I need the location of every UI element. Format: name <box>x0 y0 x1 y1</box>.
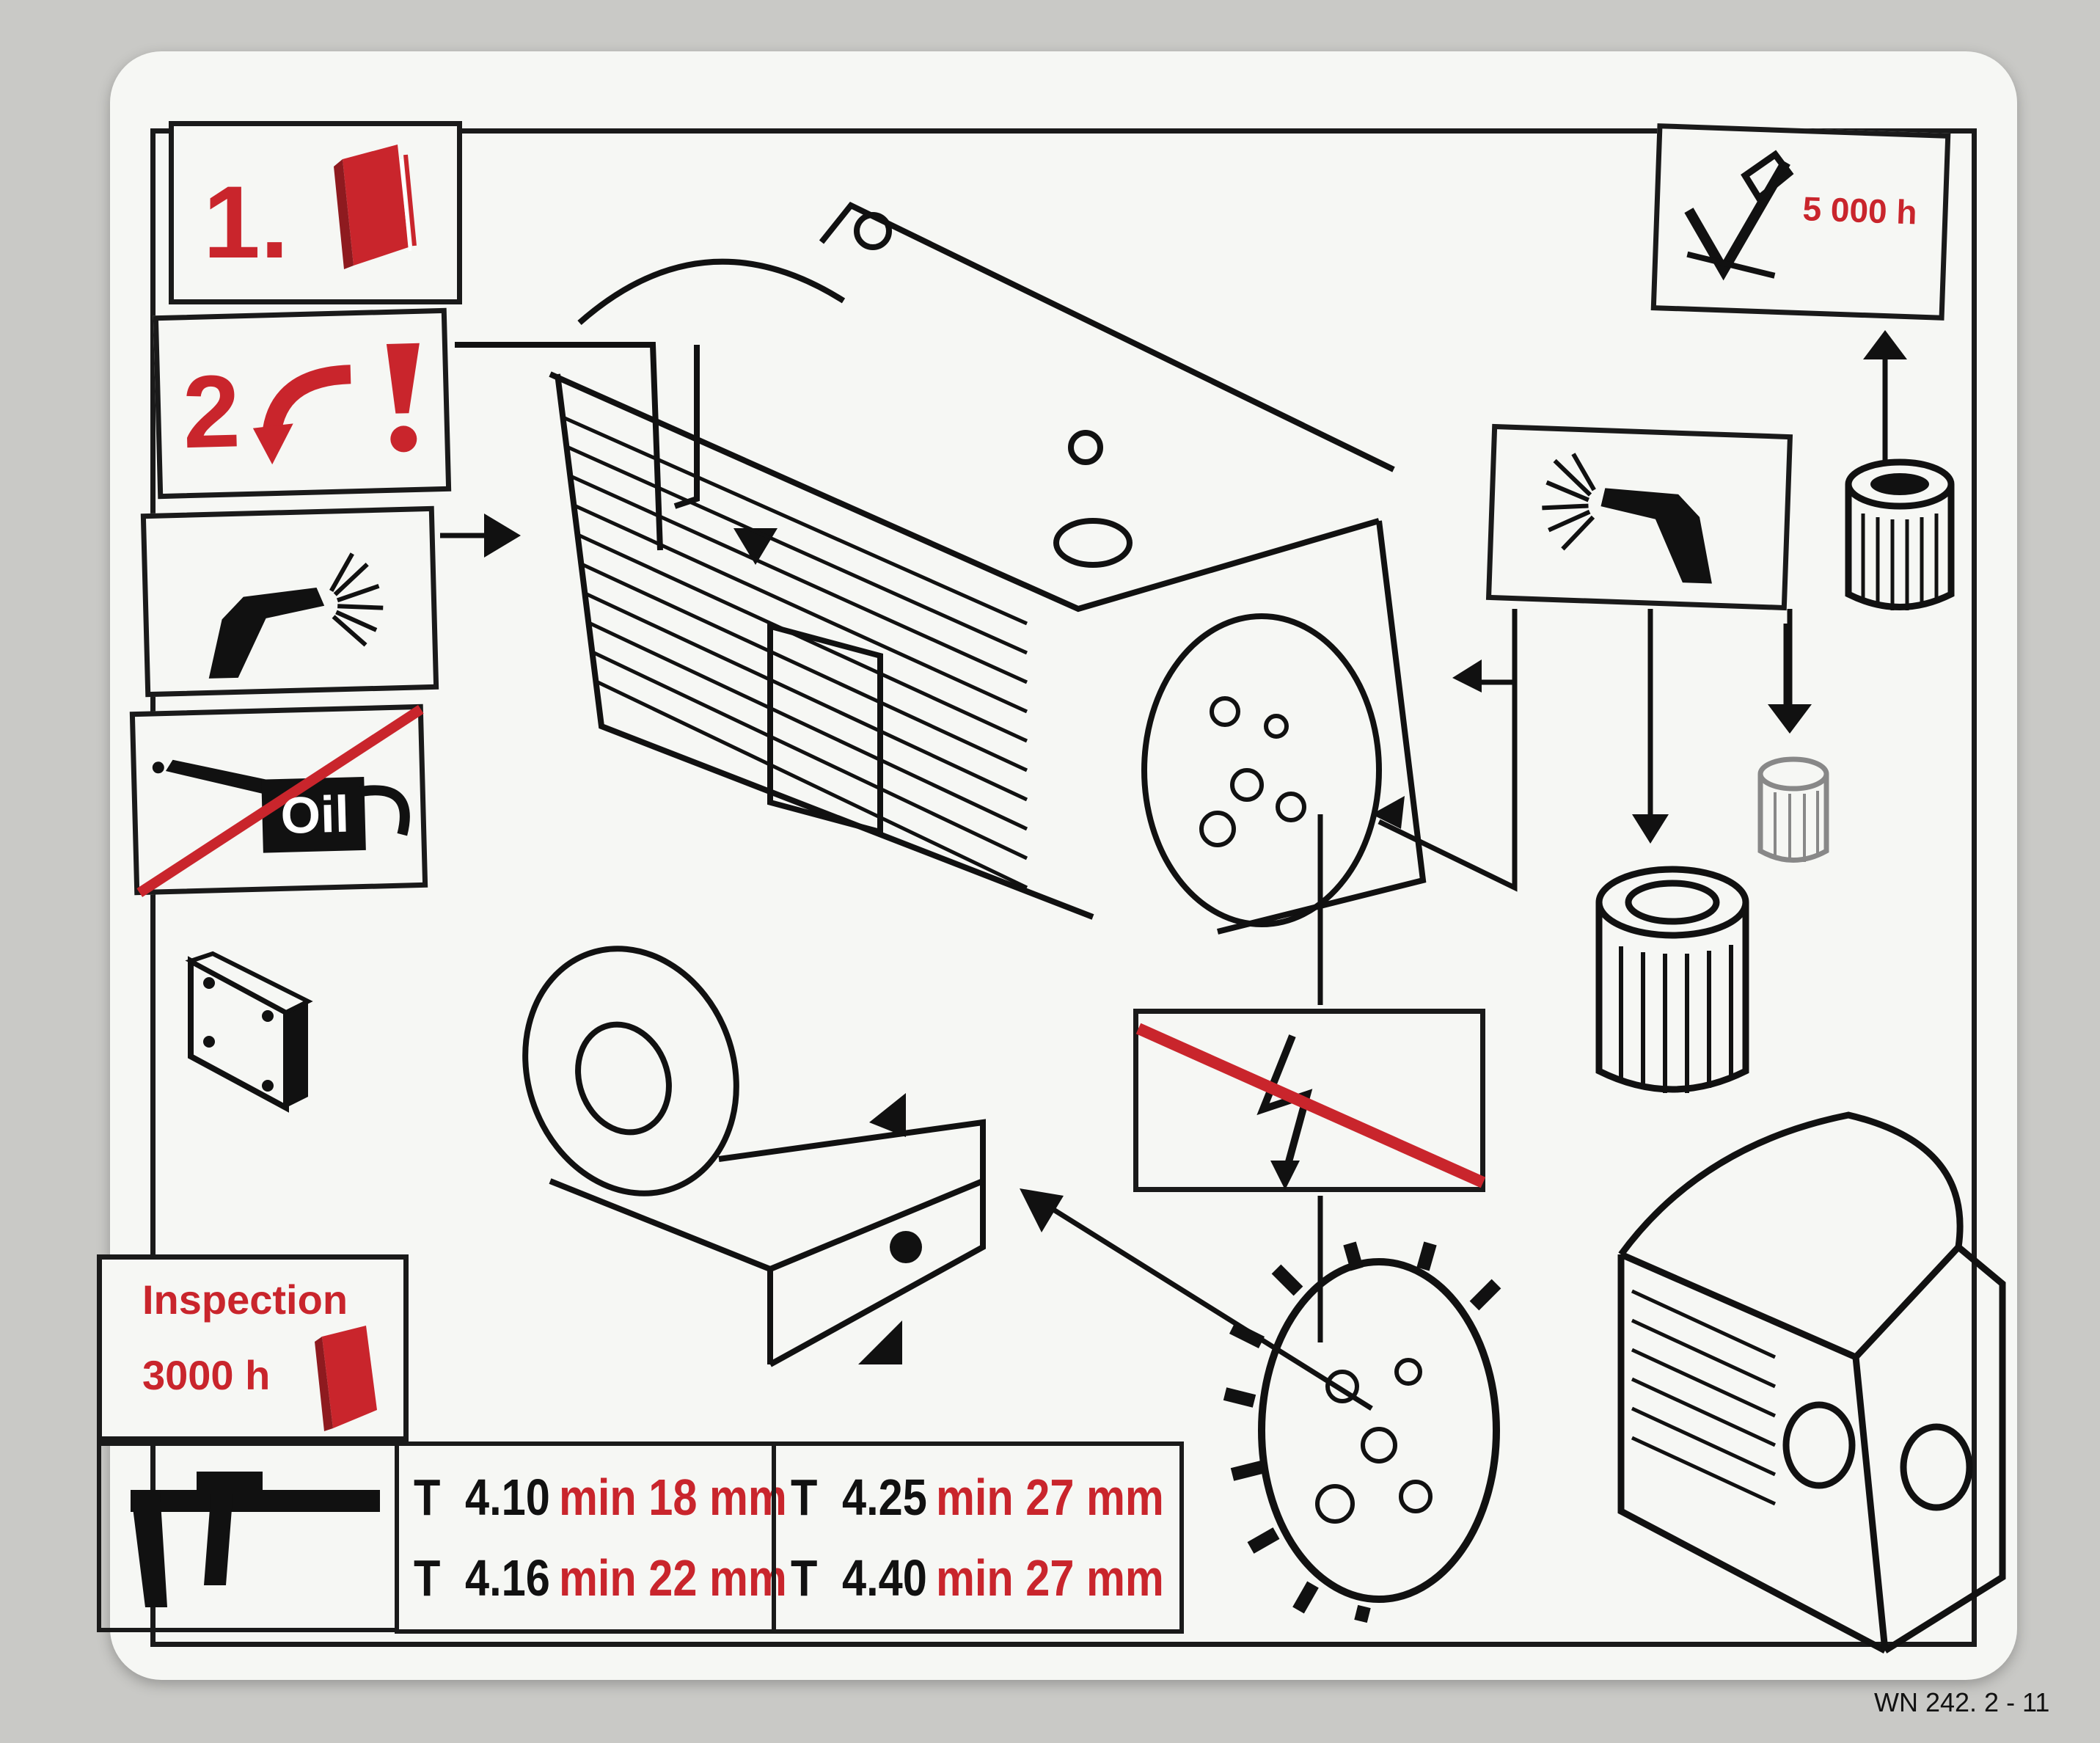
clean-air-gun-box <box>140 505 439 698</box>
oil-label: Oil <box>279 785 350 844</box>
no-oil-box: Oil <box>129 704 428 897</box>
inspection-hours: 3000 h <box>142 1352 271 1398</box>
large-filter-icon <box>1595 866 1749 1093</box>
air-gun-right-icon <box>1542 453 1712 584</box>
wear-table-right: T 4.25 min 27 mm T 4.40 min 27 mm <box>772 1441 1184 1634</box>
step-2-rotation-box: 2 <box>153 307 452 500</box>
filter-cartridge-icon <box>1845 458 1955 610</box>
wear-row-4-model: 4.40 <box>842 1549 927 1607</box>
coupling-drawing <box>522 946 986 1367</box>
caliper-icon <box>131 1472 380 1607</box>
check-pencil-icon <box>1684 150 1794 281</box>
rotor-vanes-drawing <box>1223 1241 1501 1623</box>
wear-row-3-limit: min 27 mm <box>936 1469 1164 1526</box>
air-gun-icon <box>208 552 384 679</box>
manual-book-small-icon <box>315 1326 377 1431</box>
wear-row-1-type: T <box>414 1469 441 1526</box>
step-1-manual-box: 1. <box>169 121 462 304</box>
step-2-number: 2 <box>181 353 242 470</box>
wear-row-1-limit: min 18 mm <box>559 1469 787 1526</box>
wear-row-1-model: 4.10 <box>465 1469 550 1526</box>
wear-table-left: T 4.10 min 18 mm T 4.16 min 22 mm <box>395 1441 787 1634</box>
no-electricity-icon <box>1135 1023 1486 1190</box>
wear-row-4-type: T <box>791 1549 818 1607</box>
exhaust-housing-drawing <box>1617 1111 2006 1654</box>
warning-rotate-icon <box>252 343 420 465</box>
connector-line-vertical-2 <box>1317 1196 1323 1342</box>
arrow-to-coupling <box>1020 1188 1373 1411</box>
connector-line-vertical <box>1317 814 1323 1005</box>
small-filter-icon <box>1757 756 1829 863</box>
clean-air-gun-right-box <box>1485 423 1793 611</box>
caliper-cell <box>97 1441 399 1632</box>
service-interval-box: 5 000 h <box>1650 123 1951 321</box>
arrow-right-icon <box>440 514 521 558</box>
wear-row-4-limit: min 27 mm <box>936 1549 1164 1607</box>
wear-row-2-model: 4.16 <box>465 1549 550 1607</box>
part-number: WN 242. 2 - 11 <box>1874 1687 2050 1717</box>
wear-row-2-type: T <box>414 1549 441 1607</box>
right-flow-arrows <box>1372 609 1789 892</box>
gasket-plate-icon <box>185 951 313 1113</box>
manual-book-icon <box>334 145 417 269</box>
inspection-title: Inspection <box>142 1276 348 1323</box>
inspection-box: Inspection 3000 h <box>97 1254 409 1441</box>
service-interval-hours: 5 000 h <box>1801 189 1918 232</box>
no-electricity-box <box>1133 1009 1486 1192</box>
arrow-up-icon <box>1863 330 1907 462</box>
wear-row-2-limit: min 22 mm <box>559 1549 787 1607</box>
no-oil-icon <box>136 705 424 897</box>
step-1-number: 1. <box>203 164 289 279</box>
wear-row-3-model: 4.25 <box>842 1469 927 1526</box>
arrow-down-small-icon <box>1768 609 1812 734</box>
vacuum-pump-drawing <box>455 202 1427 935</box>
wear-row-3-type: T <box>791 1469 818 1526</box>
